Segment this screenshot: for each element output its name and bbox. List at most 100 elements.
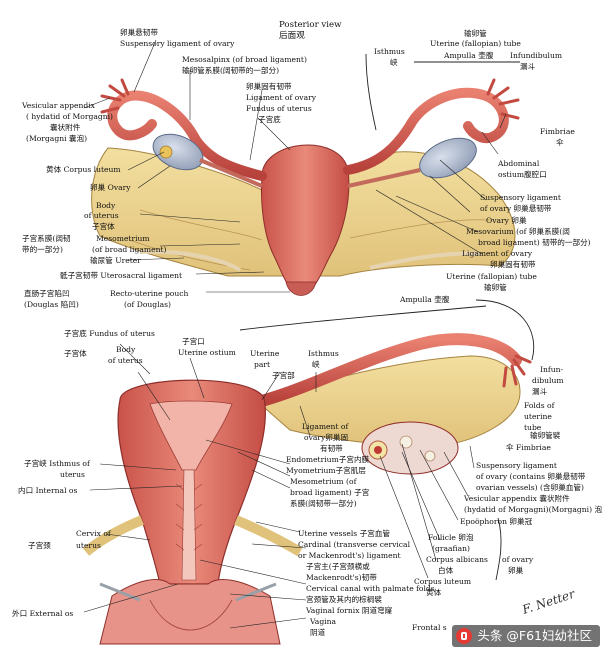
label-ves3-2: (hydatid of Morgagni)(Morgagni) 泡 bbox=[464, 504, 602, 514]
label-vesicular-zh1: 囊状附件 bbox=[50, 122, 81, 132]
frontal-section bbox=[82, 333, 532, 645]
label-fornix: Vaginal fornix 阴道穹窿 bbox=[305, 605, 393, 615]
label-mesometrium3-zh: 系膜(阔韧带一部分) bbox=[290, 498, 357, 508]
label-folds-zh: 输卵管襞 bbox=[530, 430, 561, 440]
frontal-caption: Frontal s bbox=[412, 623, 447, 632]
label-tube2-zh: 输卵管 bbox=[484, 282, 507, 292]
label-ofovary-en: of ovary bbox=[502, 555, 534, 564]
label-external-os: 外口 External os bbox=[12, 608, 73, 618]
label-susp3-1: Suspensory ligament bbox=[476, 461, 557, 470]
cervix-posterior bbox=[285, 281, 317, 296]
label-ureter: 输尿管 Ureter bbox=[90, 255, 141, 265]
label-body-en2: of uterus bbox=[84, 211, 119, 220]
label-fundus-zh: 子宫底 bbox=[258, 114, 281, 124]
label-cardinal-en1: Cardinal (transverse cervical bbox=[298, 540, 411, 549]
label-ovary2: Ovary 卵巢 bbox=[486, 215, 527, 225]
label-cardinal-zh1: 子宫主(子宫颈横或 bbox=[306, 561, 370, 571]
label-myometrium: Myometrium子宫肌层 bbox=[286, 465, 366, 475]
label-infund-en: Infundibulum bbox=[510, 51, 562, 60]
label-ampulla2: Ampulla 壶腹 bbox=[399, 294, 450, 304]
label-mesosalpinx-zh: 输卵管系膜(阔韧带的一部分) bbox=[182, 65, 279, 75]
frontal-cervical-canal bbox=[181, 469, 197, 581]
label-isthmus-ut-en: uterus bbox=[60, 470, 85, 479]
label-mesovarium-en2: broad ligament) 韧带的一部分) bbox=[478, 237, 591, 247]
label-follicle-en1: Follicle 卵泡 bbox=[428, 532, 474, 542]
label-suspensory-zh: 卵巢悬韧带 bbox=[120, 27, 158, 37]
label-vagina-en: Vagina bbox=[309, 617, 336, 626]
label-prop-lig-en: Ligament of ovary bbox=[246, 93, 317, 102]
label-ofovary-zh: 卵巢 bbox=[508, 565, 524, 575]
label-infund-zh: 漏斗 bbox=[520, 61, 536, 71]
label-mesometrium-en2: (of broad ligament) bbox=[92, 245, 167, 254]
label-infund2-en2: dibulum bbox=[532, 376, 564, 385]
label-mesometrium3-en1: Mesometrium (of bbox=[290, 477, 358, 486]
right-ovary bbox=[419, 137, 477, 179]
watermark: 头条 @F61妇幼社区 bbox=[452, 625, 600, 647]
label-ostium-en: Uterine ostium bbox=[178, 348, 236, 357]
label-susp3-3: ovarian vessels) (含卵巢血管) bbox=[476, 482, 584, 492]
label-infund2-en1: Infun- bbox=[540, 365, 563, 374]
label-body-zh: 子宫体 bbox=[92, 221, 115, 231]
frontal-fimbriae bbox=[502, 354, 532, 388]
label-lig-ov3-en1: Ligament of bbox=[302, 422, 349, 431]
label-uterosacral: 骶子宫韧带 Uterosacral ligament bbox=[60, 270, 182, 280]
label-luteum3-zh: 黄体 bbox=[426, 587, 442, 597]
label-isthmus2-zh: 峡 bbox=[312, 359, 320, 369]
label-mesovarium-en: Mesovarium (of 卵巢系膜(阔 bbox=[466, 226, 570, 236]
label-mesometrium-zh2: 带的一部分) bbox=[22, 244, 63, 254]
label-susp2-en1: Suspensory ligament bbox=[480, 193, 561, 202]
label-mesosalpinx-en: Mesosalpinx (of broad ligament) bbox=[182, 55, 307, 64]
label-internal-os: 内口 Internal os bbox=[18, 485, 77, 495]
label-endometrium: Endometrium子宫内膜 bbox=[286, 454, 370, 464]
posterior-labels: Posterior view 后面观 卵巢悬韧带 Suspensory liga… bbox=[21, 20, 591, 309]
frontal-vagina bbox=[99, 579, 281, 645]
toutiao-logo-icon bbox=[456, 628, 473, 644]
label-ostium-en: Abdominal bbox=[497, 159, 540, 168]
label-ostium-zh: 子宫口 bbox=[182, 336, 205, 346]
label-cervix-zh: 子宫颈 bbox=[28, 540, 51, 550]
label-canal-en: Cervical canal with palmate folds bbox=[306, 584, 435, 593]
label-lig-ov3-zh: 有韧带 bbox=[320, 443, 343, 453]
label-cardinal-en2: or Mackenrodt's) ligament bbox=[298, 551, 401, 560]
label-fundus2: 子宫底 Fundus of uterus bbox=[64, 328, 155, 338]
left-tube bbox=[107, 90, 267, 181]
label-prop-lig-zh: 卵巢固有韧带 bbox=[246, 81, 292, 91]
label-ves3-1: Vesicular appendix 囊状附件 bbox=[463, 493, 570, 503]
label-uterine-part-zh: 子宫部 bbox=[272, 370, 295, 380]
label-douglas-zh: 直肠子宫陷凹 bbox=[24, 288, 70, 298]
label-cardinal-zh2: Mackenrodt's)韧带 bbox=[306, 572, 377, 582]
label-fimbriae-en: Fimbriae bbox=[540, 127, 575, 136]
label-folds-en1: Folds of bbox=[524, 401, 556, 410]
posterior-title-en: Posterior view bbox=[279, 20, 342, 30]
label-tube2-en: Uterine (fallopian) tube bbox=[446, 272, 537, 281]
label-ostium-zh: ostium腹腔口 bbox=[498, 169, 547, 179]
label-lig-ovary2-zh: 卵巢固有韧带 bbox=[490, 259, 536, 269]
label-body2-en1: Body bbox=[116, 345, 136, 354]
label-fimbriae-zh: 伞 bbox=[556, 137, 564, 147]
label-body-en1: Body bbox=[96, 201, 116, 210]
right-tube bbox=[343, 87, 509, 175]
label-vesicular-en1: Vesicular appendix bbox=[21, 101, 96, 110]
label-uterine-part-en1: Uterine bbox=[250, 349, 280, 358]
label-tube-en: Uterine (fallopian) tube bbox=[430, 39, 521, 48]
label-ut-vessels: Uterine vessels 子宫血管 bbox=[298, 528, 390, 538]
label-douglas-zh2: (Douglas 陷凹) bbox=[24, 299, 79, 309]
label-fundus-en: Fundus of uterus bbox=[246, 104, 312, 113]
label-canal-zh: 宫颈管及其内的棕榈襞 bbox=[306, 594, 382, 604]
label-ovary: 卵巢 Ovary bbox=[90, 182, 131, 192]
label-luteum3-en: Corpus luteum bbox=[414, 577, 471, 586]
label-cervix-en2: uterus bbox=[76, 541, 101, 550]
label-isthmus2-en: Isthmus bbox=[308, 349, 339, 358]
label-oviduct-zh: 输卵管 bbox=[464, 28, 487, 38]
label-uterine-part-en2: part bbox=[254, 360, 270, 369]
label-albicans-en: Corpus albicans bbox=[426, 555, 488, 564]
frontal-uterine-cavity bbox=[149, 400, 233, 471]
label-lig-ov3-en2: ovary卵巢固 bbox=[304, 432, 348, 442]
watermark-text: 头条 @F61妇幼社区 bbox=[477, 628, 592, 643]
label-fimbriae2: 伞 Fimbriae bbox=[506, 442, 551, 452]
label-douglas-en1: Recto-uterine pouch bbox=[110, 289, 189, 298]
label-ampulla: Ampulla 壶腹 bbox=[443, 50, 494, 60]
label-isthmus-ut-zh: 子宫峡 Isthmus of bbox=[24, 458, 91, 468]
frontal-tube bbox=[252, 333, 522, 408]
